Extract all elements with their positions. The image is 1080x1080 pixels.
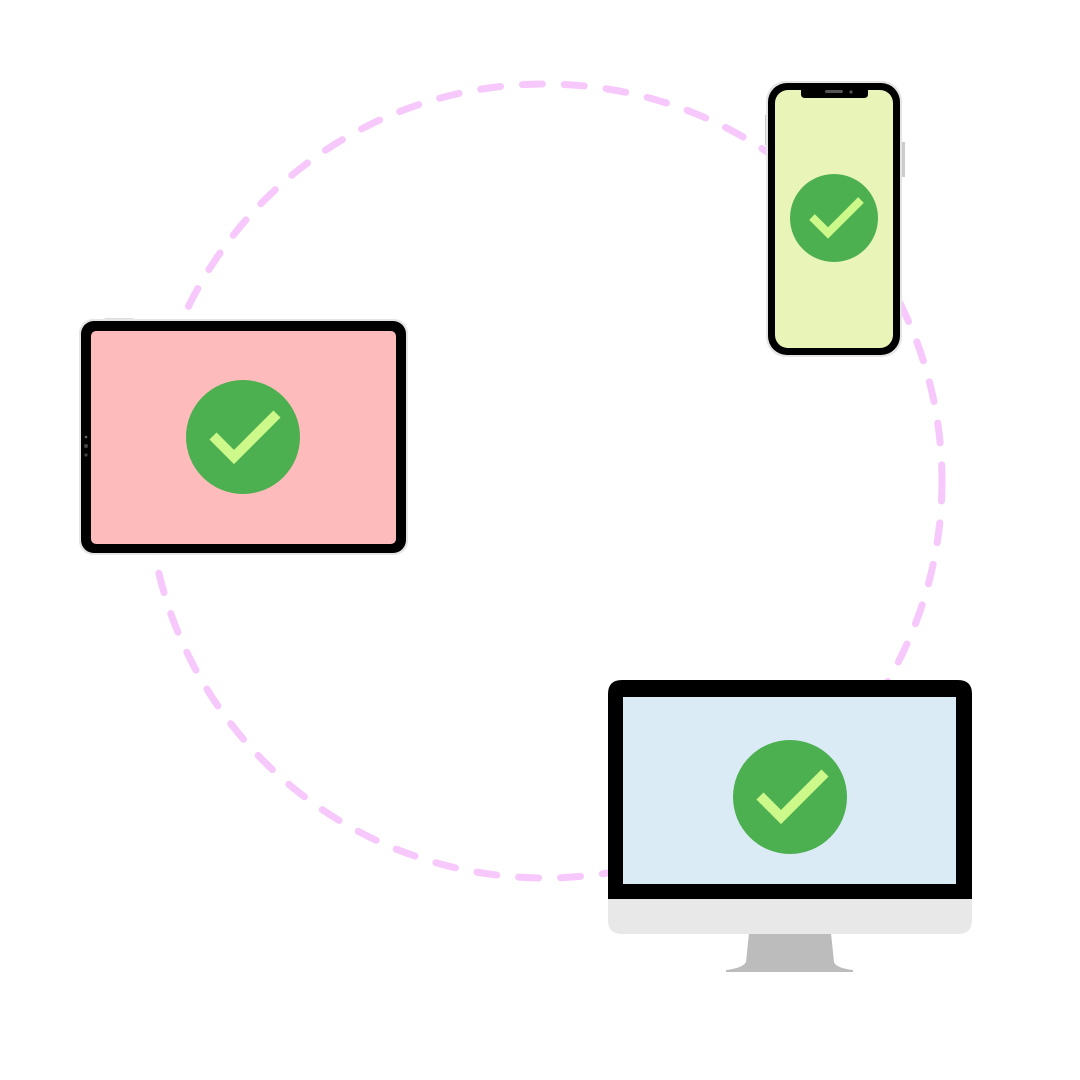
monitor-chin [608,898,972,934]
check-circle-icon [733,740,847,854]
monitor-icon [608,680,972,972]
tablet-icon [79,318,408,555]
monitor-stand [726,933,853,972]
sync-ring [144,80,946,882]
check-circle-icon [186,380,300,494]
check-circle-icon [790,174,878,262]
phone-icon [765,81,905,357]
